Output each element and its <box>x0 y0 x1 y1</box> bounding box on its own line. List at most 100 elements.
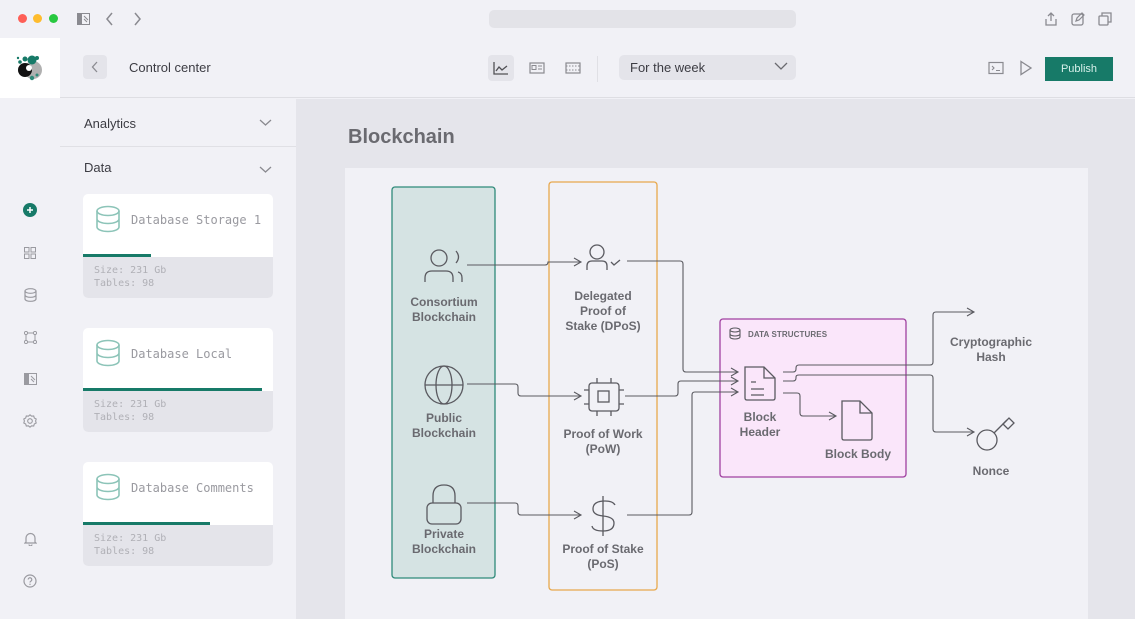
connector-public-pow <box>467 383 580 397</box>
connector-header-body <box>783 392 835 417</box>
globe-icon <box>424 365 464 405</box>
connector-pos-header <box>627 391 737 516</box>
connector-consortium-dpos <box>467 261 580 266</box>
user-check-icon <box>586 244 621 270</box>
blockchain-diagram <box>391 181 1015 591</box>
diagram-title: Blockchain <box>348 126 455 148</box>
accordion-label: Analytics <box>84 116 137 131</box>
line-chart-icon <box>493 62 508 75</box>
window-titlebar <box>0 0 1135 38</box>
nodes-icon[interactable] <box>20 327 40 347</box>
usage-bar-fill <box>83 254 152 257</box>
database-tables: Tables: 98 <box>94 546 155 557</box>
period-select-value: For the week <box>630 60 706 75</box>
database-name: Database Local <box>131 347 233 361</box>
file-icon <box>841 400 873 441</box>
line-chart-view-button[interactable] <box>488 55 514 81</box>
database-card[interactable]: Database Comments Size: 231 Gb Tables: 9… <box>83 462 273 566</box>
card-view-icon <box>529 62 545 74</box>
database-card[interactable]: Database Local Size: 231 Gb Tables: 98 <box>83 328 273 432</box>
connector-pow-header <box>625 380 737 397</box>
data-structures-title: DATA STRUCTURES <box>748 330 828 339</box>
arrow-head <box>573 257 583 267</box>
database-size: Size: 231 Gb <box>94 399 167 410</box>
terminal-icon <box>988 61 1004 75</box>
database-icon[interactable] <box>20 285 40 305</box>
accordion-analytics[interactable]: Analytics <box>60 99 296 147</box>
users-icon <box>424 249 463 282</box>
copy-icon[interactable] <box>1096 10 1114 28</box>
page-title: Control center <box>129 60 211 75</box>
connector-private-pos <box>467 502 580 516</box>
block-body-label: Block Body <box>824 447 891 461</box>
sidebar-toggle-icon[interactable] <box>74 10 92 28</box>
chevron-down-icon <box>259 119 272 126</box>
logo-area <box>0 38 60 98</box>
help-icon[interactable] <box>20 571 40 591</box>
settings-icon[interactable] <box>20 411 40 431</box>
publish-button[interactable]: Publish <box>1045 57 1113 81</box>
dollar-icon <box>591 496 616 536</box>
database-card[interactable]: Database Storage 1 Size: 231 Gb Tables: … <box>83 194 273 298</box>
arrow-head <box>828 411 838 421</box>
connectors <box>467 257 976 520</box>
blockchain-types-group <box>391 186 496 579</box>
bell-icon[interactable] <box>20 529 40 549</box>
maximize-window-button[interactable] <box>49 14 58 23</box>
edit-icon[interactable] <box>1069 10 1087 28</box>
chevron-down-icon <box>774 62 788 70</box>
grid-icon[interactable] <box>20 243 40 263</box>
share-icon[interactable] <box>1042 10 1060 28</box>
table-view-icon <box>565 62 581 74</box>
main-content: Blockchain <box>296 99 1135 619</box>
arrow-head <box>966 427 976 437</box>
back-arrow-icon[interactable] <box>101 10 119 28</box>
lock-icon <box>426 484 462 525</box>
database-name: Database Comments <box>131 481 254 495</box>
connector-dpos-header <box>627 260 737 373</box>
arrow-head <box>966 307 976 317</box>
address-bar[interactable] <box>489 10 796 28</box>
toolbar-divider <box>597 56 598 82</box>
connector-header-nonce <box>783 374 973 433</box>
database-icon <box>96 339 120 367</box>
forward-arrow-icon[interactable] <box>128 10 146 28</box>
database-name: Database Storage 1 <box>131 213 262 227</box>
database-meta: Size: 231 Gb Tables: 98 <box>83 525 273 566</box>
key-icon <box>976 417 1015 451</box>
terminal-button[interactable] <box>983 55 1009 81</box>
page-header: Control center For the week Publish <box>60 38 1135 98</box>
add-icon[interactable] <box>20 200 40 220</box>
cpu-icon <box>584 378 624 416</box>
play-icon <box>1020 60 1033 76</box>
minimize-window-button[interactable] <box>33 14 42 23</box>
table-view-button[interactable] <box>560 55 586 81</box>
chevron-down-icon <box>259 166 272 173</box>
database-meta: Size: 231 Gb Tables: 98 <box>83 391 273 432</box>
data-structures-group <box>719 318 907 478</box>
panel-icon[interactable] <box>20 369 40 389</box>
database-icon <box>96 473 120 501</box>
back-button[interactable] <box>83 55 107 79</box>
nonce-label: Nonce <box>972 464 1010 478</box>
accordion-data[interactable]: Data <box>60 147 296 193</box>
database-size: Size: 231 Gb <box>94 265 167 276</box>
database-tables: Tables: 98 <box>94 278 155 289</box>
arrow-head <box>573 391 583 401</box>
run-button[interactable] <box>1013 55 1039 81</box>
close-window-button[interactable] <box>18 14 27 23</box>
data-sidebar: Analytics Data Database Storage 1 Size: … <box>60 99 296 619</box>
left-rail <box>0 38 60 619</box>
document-icon <box>744 366 776 401</box>
card-view-button[interactable] <box>524 55 550 81</box>
arrow-head <box>573 510 583 520</box>
period-select[interactable]: For the week <box>619 55 796 80</box>
divider <box>60 146 296 147</box>
database-small-icon <box>729 327 741 340</box>
